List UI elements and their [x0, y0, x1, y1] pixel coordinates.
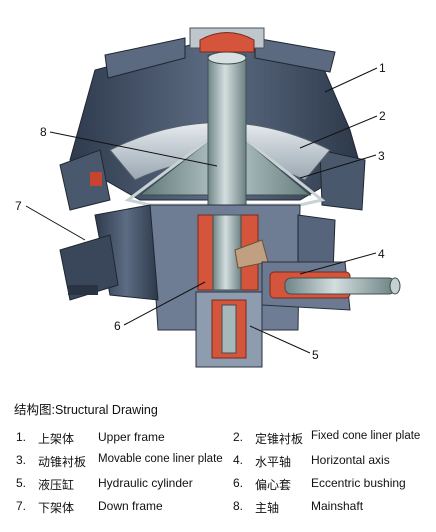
legend-english-name: Hydraulic cylinder [98, 476, 193, 490]
legend-chinese-name: 液压缸 [38, 478, 75, 492]
legend-number: 1. [16, 430, 27, 444]
legend-title: 结构图:Structural Drawing [14, 403, 158, 417]
callout-2: 2 [379, 109, 386, 123]
callout-3: 3 [378, 149, 385, 163]
mainshaft [189, 27, 265, 206]
legend-chinese-name: 水平轴 [255, 455, 292, 469]
hydraulic-cylinder [195, 291, 263, 368]
legend-number: 4. [233, 453, 244, 467]
legend-english-name: Eccentric bushing [311, 476, 406, 490]
legend-english-name: Upper frame [98, 430, 165, 444]
callout-5: 5 [312, 348, 319, 362]
legend-number: 5. [16, 476, 27, 490]
legend-chinese-name: 下架体 [38, 501, 75, 515]
callout-6: 6 [114, 319, 121, 333]
legend-chinese-name: 定锥衬板 [255, 432, 304, 446]
legend-number: 6. [233, 476, 244, 490]
callout-7: 7 [15, 199, 22, 213]
legend-chinese-name: 上架体 [38, 432, 75, 446]
legend-chinese-name: 动锥衬板 [38, 455, 87, 469]
legend-chinese-name: 偏心套 [255, 478, 292, 492]
crusher-cutaway-drawing: 1 2 3 4 5 6 7 8 [15, 27, 401, 368]
horizontal-axis [261, 261, 401, 311]
legend-number: 8. [233, 499, 244, 513]
callout-1: 1 [379, 61, 386, 75]
legend-english-name: Movable cone liner plate [98, 453, 223, 465]
leader-lines [25, 67, 378, 354]
legend-english-name: Horizontal axis [311, 453, 390, 467]
legend-number: 7. [16, 499, 27, 513]
legend-number: 3. [16, 453, 27, 467]
callout-4: 4 [378, 247, 385, 261]
callout-8: 8 [40, 125, 47, 139]
legend-number: 2. [233, 430, 244, 444]
legend-english-name: Down frame [98, 499, 163, 513]
legend-english-name: Fixed cone liner plate [311, 430, 421, 442]
legend-chinese-name: 主轴 [255, 501, 280, 515]
legend-english-name: Mainshaft [311, 499, 364, 513]
eccentric-bushing [197, 214, 269, 291]
